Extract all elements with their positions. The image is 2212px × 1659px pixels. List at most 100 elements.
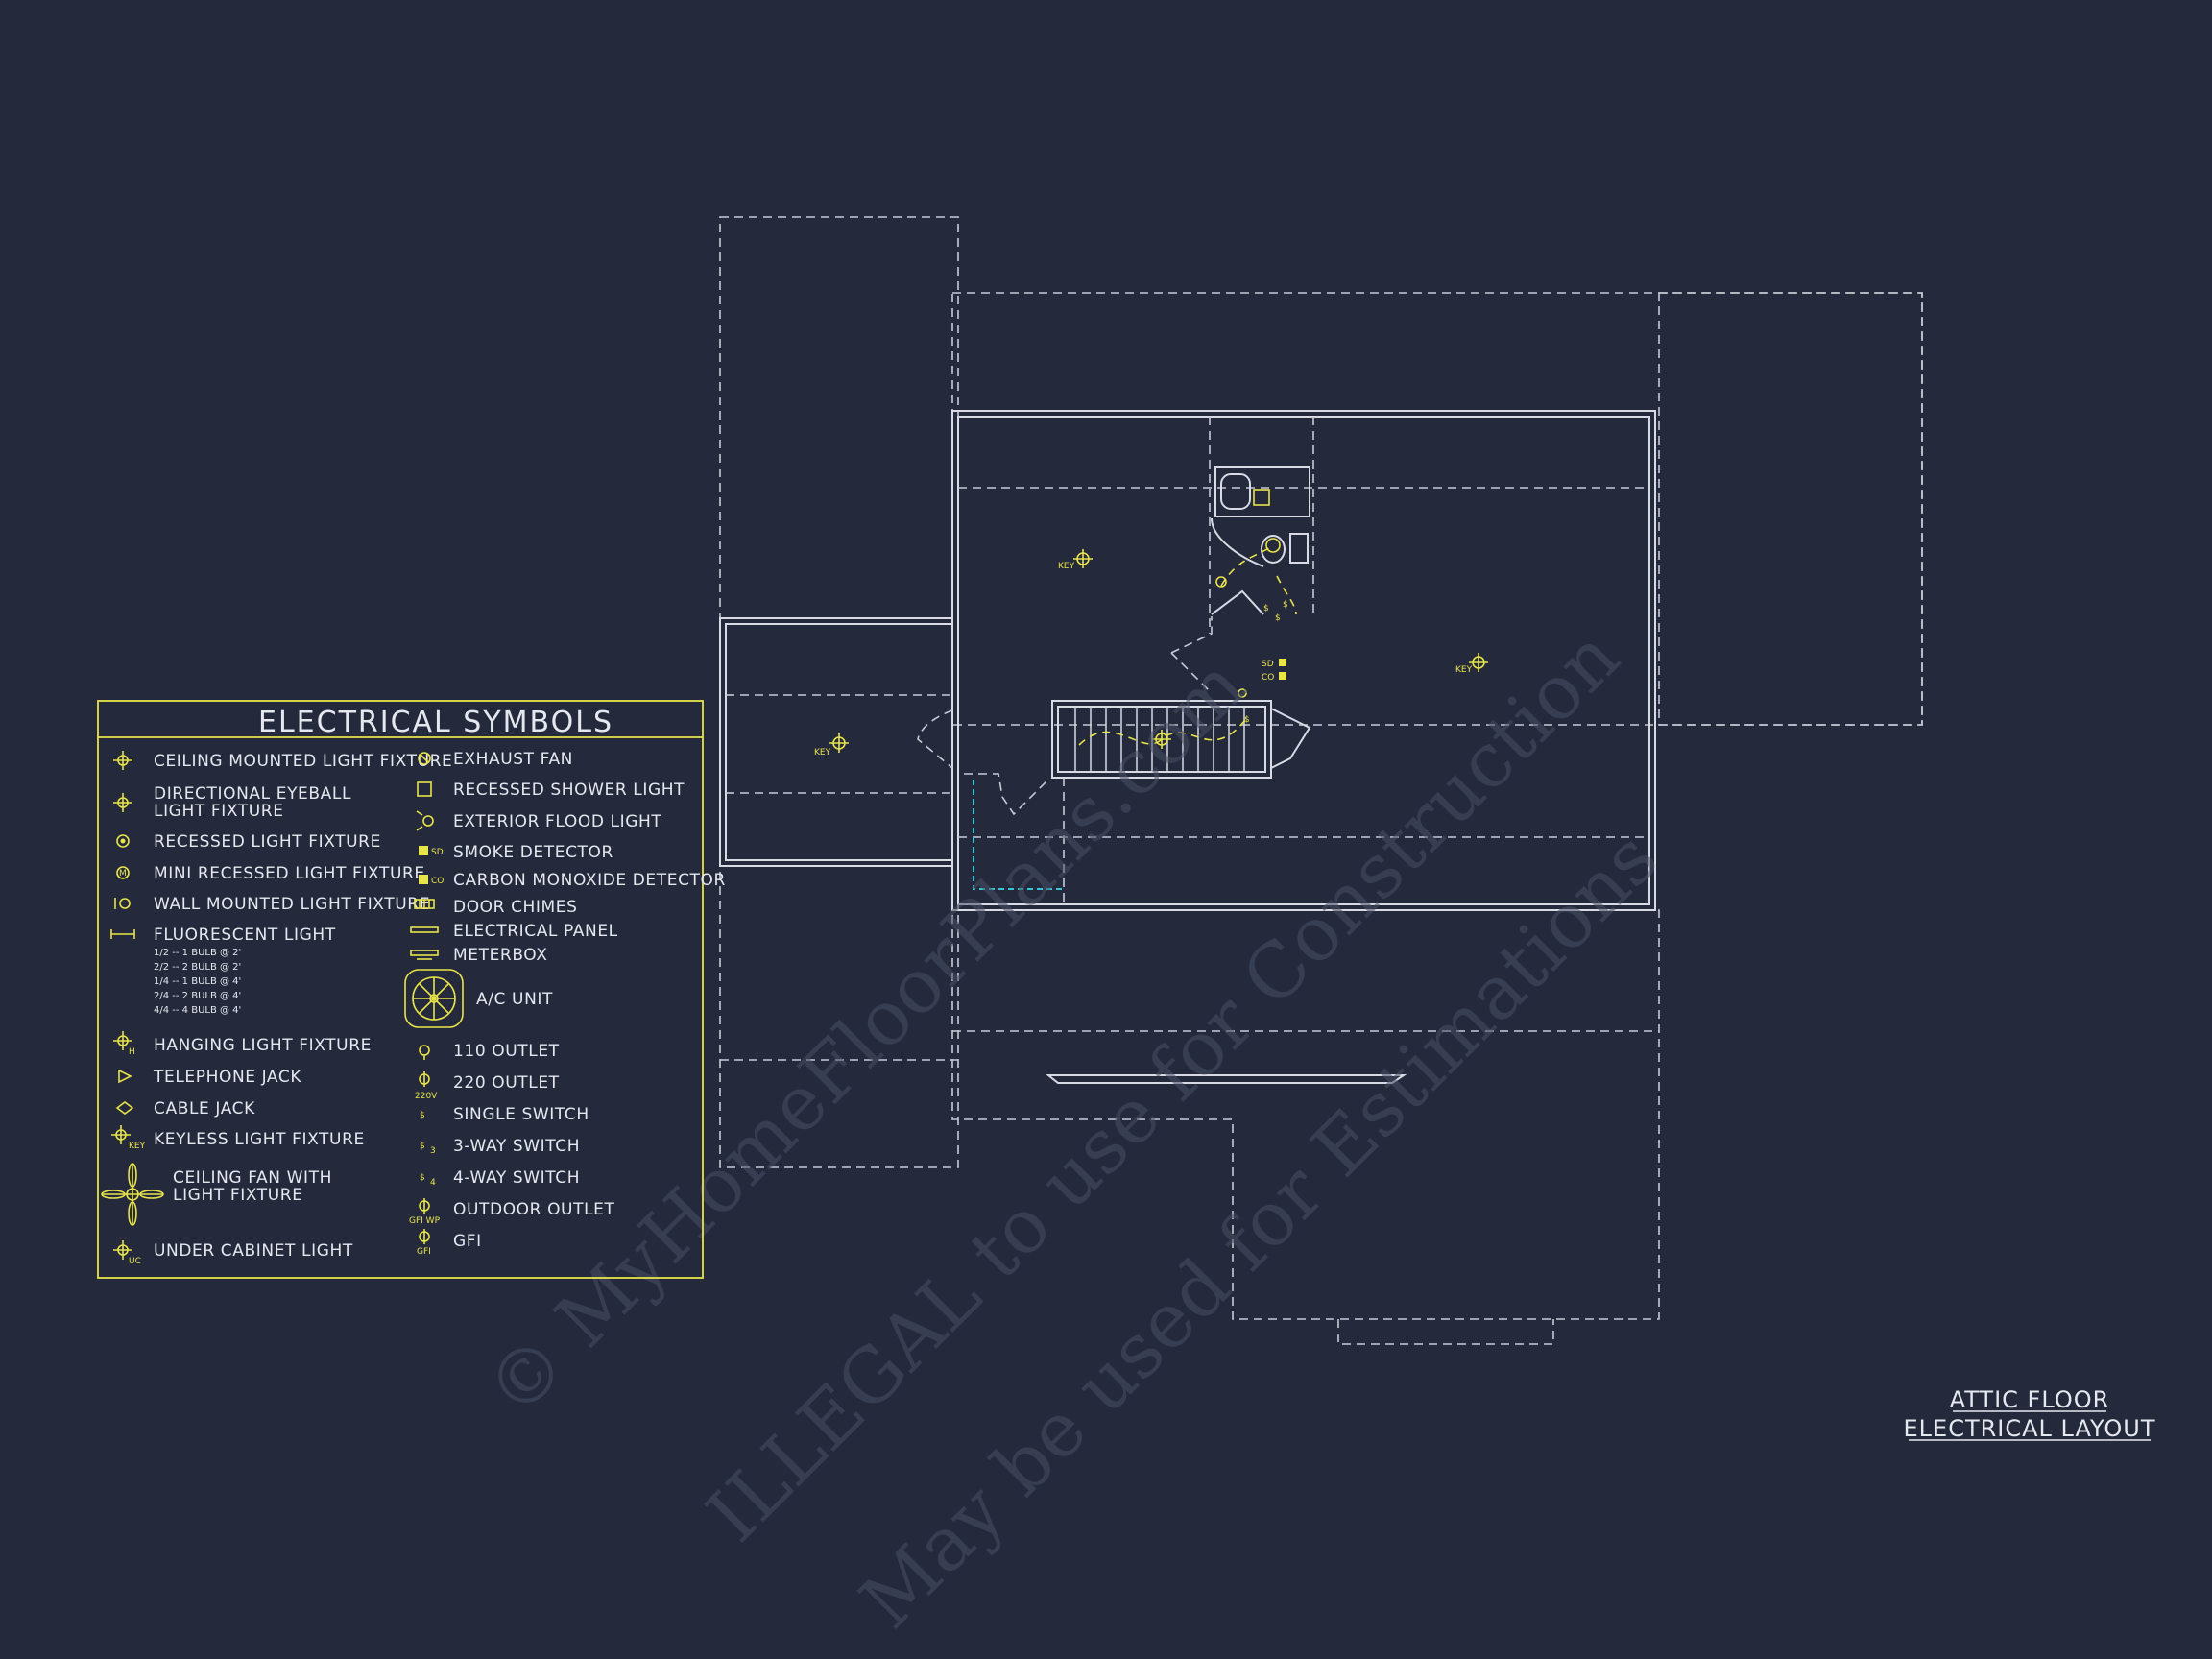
svg-text:$: $ <box>1244 715 1250 725</box>
attic-left-room <box>719 617 953 867</box>
legend-label: 110 OUTLET <box>453 1042 560 1061</box>
exhaust-fan-plan <box>1265 538 1281 553</box>
watermark: © MyHomeFloorPlans.com ILLEGAL to use fo… <box>470 613 1674 1645</box>
flood-light-icon <box>416 810 434 831</box>
smoke-co-plan: SD CO <box>1262 659 1286 683</box>
svg-text:$: $ <box>420 1142 425 1151</box>
legend-title: ELECTRICAL SYMBOLS <box>258 706 613 739</box>
co-tag: CO <box>1262 673 1274 683</box>
smoke-tag: SD <box>1262 660 1274 669</box>
legend-label: WALL MOUNTED LIGHT FIXTURE <box>154 895 430 914</box>
legend-label: OUTDOOR OUTLET <box>453 1200 614 1219</box>
keyless-tag: KEY <box>814 748 831 757</box>
svg-text:$: $ <box>1275 613 1281 623</box>
legend-label: 3-WAY SWITCH <box>453 1137 580 1156</box>
legend-label: EXTERIOR FLOOD LIGHT <box>453 812 661 831</box>
door-chimes-icon <box>414 899 435 909</box>
roof-ledge <box>1046 1074 1407 1084</box>
svg-text:GFI WP: GFI WP <box>409 1216 441 1226</box>
electrical-panel-icon <box>410 926 439 933</box>
svg-text:$: $ <box>1263 604 1269 613</box>
svg-text:$: $ <box>420 1173 425 1183</box>
outdoor-outlet-icon: GFI WP <box>409 1198 441 1226</box>
keyless-tag: KEY <box>1455 665 1473 675</box>
fluorescent-note: 2/4 -- 2 BULB @ 4' <box>154 991 241 1001</box>
legend-label: CABLE JACK <box>154 1099 255 1118</box>
legend-label: LIGHT FIXTURE <box>154 802 284 821</box>
three-way-switch-icon: $3 <box>420 1142 436 1156</box>
svg-text:KEY: KEY <box>129 1142 146 1151</box>
electrical-legend: ELECTRICAL SYMBOLS M H KEY UC CEILING MO… <box>97 700 726 1279</box>
drawing-title: ATTIC FLOOR ELECTRICAL LAYOUT <box>1904 1386 2156 1442</box>
legend-label: UNDER CABINET LIGHT <box>154 1241 353 1261</box>
svg-text:$: $ <box>1283 600 1288 610</box>
wall-light-icon <box>114 898 131 909</box>
single-switch-icon: $ <box>420 1111 425 1120</box>
exhaust-fan-icon <box>418 752 431 765</box>
svg-text:CO: CO <box>431 877 444 886</box>
fluorescent-note: 4/4 -- 4 BULB @ 4' <box>154 1005 241 1016</box>
fluorescent-note: 1/2 -- 1 BULB @ 2' <box>154 948 241 958</box>
drawing-title-line-1: ATTIC FLOOR <box>1950 1386 2110 1413</box>
svg-text:4: 4 <box>430 1178 436 1188</box>
keyless-light-1: KEY <box>1058 549 1093 571</box>
outlet-plan <box>1238 688 1247 698</box>
keyless-tag: KEY <box>1058 562 1075 571</box>
svg-text:220V: 220V <box>415 1092 438 1101</box>
lower-dashed-outline <box>951 909 1660 1320</box>
legend-label: RECESSED SHOWER LIGHT <box>453 781 685 800</box>
keyless-light-2: KEY <box>1455 653 1488 675</box>
stair <box>1051 700 1272 779</box>
legend-label: MINI RECESSED LIGHT FIXTURE <box>154 864 425 883</box>
legend-label: 4-WAY SWITCH <box>453 1168 580 1188</box>
drawing-title-line-2: ELECTRICAL LAYOUT <box>1904 1415 2156 1442</box>
co-detector-icon: CO <box>419 875 444 886</box>
ac-unit-icon <box>404 969 464 1028</box>
legend-label: CARBON MONOXIDE DETECTOR <box>453 871 726 890</box>
svg-text:3: 3 <box>430 1146 436 1156</box>
right-dashed-outline <box>1658 292 1923 726</box>
legend-label: ELECTRICAL PANEL <box>453 922 618 941</box>
recessed-light-icon <box>116 834 130 848</box>
eyeball-light-icon <box>113 793 132 812</box>
legend-label: RECESSED LIGHT FIXTURE <box>154 832 381 852</box>
plan-electrical: KEY KEY KEY $ $ $ <box>814 489 1488 757</box>
mini-recessed-light-icon: M <box>116 866 130 879</box>
telephone-jack-icon <box>118 1069 132 1084</box>
legend-label: HANGING LIGHT FIXTURE <box>154 1036 372 1055</box>
legend-label: SINGLE SWITCH <box>453 1105 589 1124</box>
smoke-detector-icon: SD <box>419 846 444 857</box>
legend-label: KEYLESS LIGHT FIXTURE <box>154 1130 365 1149</box>
legend-label: METERBOX <box>453 946 547 965</box>
shower-light-plan <box>1253 489 1270 506</box>
attic-floor-plan: KEY KEY KEY $ $ $ <box>719 216 1923 1345</box>
outlet-220-icon: 220V <box>415 1071 438 1101</box>
outlet-110-icon <box>419 1045 430 1060</box>
fluorescent-note: 2/2 -- 2 BULB @ 2' <box>154 962 241 973</box>
hanging-light-icon: H <box>113 1031 135 1057</box>
svg-text:M: M <box>119 869 127 878</box>
legend-label: A/C UNIT <box>476 990 553 1009</box>
legend-label: LIGHT FIXTURE <box>173 1186 303 1205</box>
svg-text:SD: SD <box>431 848 444 857</box>
legend-label: FLUORESCENT LIGHT <box>154 926 336 945</box>
legend-label: SMOKE DETECTOR <box>453 843 613 862</box>
legend-label: 220 OUTLET <box>453 1073 560 1093</box>
four-way-switch-icon: $4 <box>420 1173 436 1188</box>
stair-circuit <box>1078 715 1249 746</box>
svg-text:GFI: GFI <box>417 1247 431 1257</box>
legend-label: GFI <box>453 1232 482 1251</box>
closet-line <box>973 780 1064 890</box>
svg-text:$: $ <box>420 1111 425 1120</box>
fluorescent-note: 1/4 -- 1 BULB @ 4' <box>154 976 241 987</box>
legend-label: DIRECTIONAL EYEBALL <box>154 784 351 804</box>
keyless-light-3: KEY <box>814 733 849 757</box>
gfi-icon: GFI <box>417 1229 431 1257</box>
fluorescent-light-icon <box>110 929 135 939</box>
meterbox-icon <box>410 950 439 960</box>
keyless-light-icon: KEY <box>111 1125 146 1151</box>
ceiling-light-icon <box>113 751 132 770</box>
legend-label: TELEPHONE JACK <box>153 1068 301 1087</box>
svg-text:UC: UC <box>129 1257 141 1266</box>
cable-jack-icon <box>115 1101 134 1115</box>
